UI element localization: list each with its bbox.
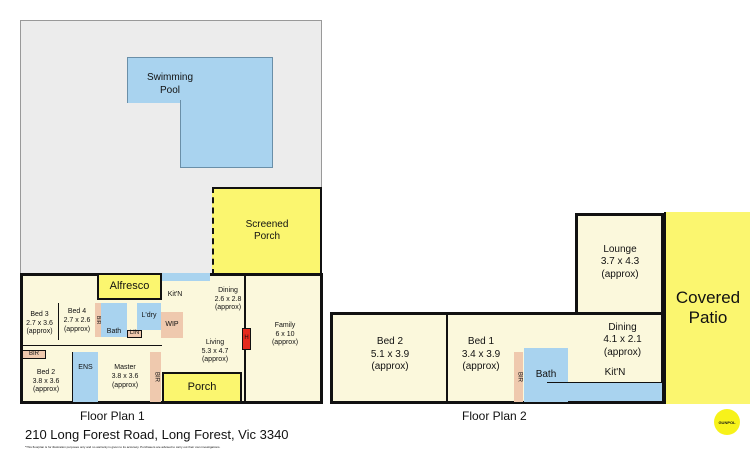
kitchen: Kit'N (164, 285, 186, 305)
screened-porch-label: Screened Porch (245, 218, 289, 243)
bir-upper: BIR (514, 352, 523, 402)
bir-1-label: BIR (95, 315, 102, 325)
disclaimer: *This floorplan is for illustration purp… (25, 445, 221, 449)
swimming-pool (127, 57, 273, 103)
covered-patio: Covered Patio (664, 212, 750, 404)
address: 210 Long Forest Road, Long Forest, Vic 3… (25, 427, 289, 442)
bed3-dims: 2.7 x 3.6 (26, 319, 53, 327)
wip-label: WIP (165, 320, 179, 328)
bir-3: BIR (150, 352, 161, 402)
family-dims: 6 x 10 (275, 330, 295, 338)
floor-plan-1-title: Floor Plan 1 (80, 409, 145, 423)
bed2-upper-dims: 5.1 x 3.9 (370, 348, 410, 360)
agency-logo: GUNPOL (714, 409, 740, 435)
pool-label: Swimming Pool (146, 72, 194, 96)
bed4-name: Bed 4 (67, 308, 87, 316)
bed3-name: Bed 3 (30, 310, 49, 318)
kitchen-upper-label: Kit'N (604, 366, 626, 378)
hall-wall (22, 345, 162, 346)
bath: Bath (101, 303, 127, 337)
bir-3-label: BIR (153, 371, 160, 382)
dining-upper-name: Dining (608, 321, 637, 333)
dining-name: Dining (218, 286, 238, 294)
dining-upper-note: (approx) (603, 346, 642, 358)
linen: LIN (127, 330, 142, 338)
swimming-pool-leg (180, 100, 273, 168)
laundry-label: L'dry (141, 312, 157, 320)
bed2-dims: 3.8 x 3.6 (32, 377, 60, 385)
ensuite: ENS (72, 352, 98, 402)
dining-dims: 2.6 x 2.8 (214, 295, 242, 303)
bed2-upper-note: (approx) (371, 361, 409, 373)
bed4-dims: 2.7 x 2.6 (63, 317, 91, 325)
screened-porch: Screened Porch (212, 187, 322, 275)
kitchen-label: Kit'N (167, 290, 183, 298)
bed-wall (446, 314, 448, 402)
master-name: Master (114, 364, 136, 372)
alfresco-label: Alfresco (109, 279, 150, 292)
bed1-upper-dims: 3.4 x 3.9 (461, 348, 501, 360)
master-dims: 3.8 x 3.6 (111, 373, 139, 381)
bed1-upper-note: (approx) (462, 361, 500, 373)
logo-text: GUNPOL (718, 419, 736, 425)
walk-in-pantry: WIP (161, 312, 183, 338)
linen-label: LIN (129, 330, 140, 337)
ens-label: ENS (78, 364, 93, 371)
lounge (575, 213, 664, 316)
porch-label: Porch (187, 380, 217, 393)
bed4-note: (approx) (63, 325, 91, 333)
living-name: Living (205, 338, 225, 346)
bir-upper-label: BIR (516, 371, 523, 382)
bed3-note: (approx) (26, 328, 53, 336)
porch: Porch (162, 372, 242, 403)
dining-note: (approx) (214, 304, 242, 312)
bed1-upper-name: Bed 1 (467, 336, 495, 348)
kitchen-upper: Kit'N (590, 366, 640, 380)
bir-1: BIR (95, 303, 101, 337)
master-note: (approx) (111, 381, 139, 389)
bir-2: BIR (22, 350, 46, 359)
bed2-name: Bed 2 (36, 368, 56, 376)
alfresco: Alfresco (97, 273, 162, 300)
kitchen-bench (162, 273, 210, 281)
floor-plan-2-title: Floor Plan 2 (462, 409, 527, 423)
bed2-note: (approx) (32, 386, 60, 394)
heater: H (242, 328, 251, 350)
bath-upper-label: Bath (535, 368, 557, 380)
family-name: Family (274, 321, 296, 329)
laundry: L'dry (137, 303, 161, 330)
lounge-dims: 3.7 x 4.3 (600, 256, 640, 268)
kitchen-bench-upper (547, 382, 662, 401)
lounge-note: (approx) (601, 268, 639, 280)
bath-label: Bath (106, 328, 122, 336)
bed2-upper-name: Bed 2 (376, 336, 404, 348)
family-note: (approx) (271, 339, 299, 347)
covered-patio-label: Covered Patio (675, 287, 741, 327)
dining-upper-dims: 4.1 x 2.1 (603, 334, 642, 346)
heater-label: H (244, 335, 249, 342)
bir-2-label: BIR (28, 350, 39, 357)
living-note: (approx) (201, 356, 229, 364)
lounge-name: Lounge (603, 243, 637, 255)
living-dims: 5.3 x 4.7 (201, 347, 229, 355)
